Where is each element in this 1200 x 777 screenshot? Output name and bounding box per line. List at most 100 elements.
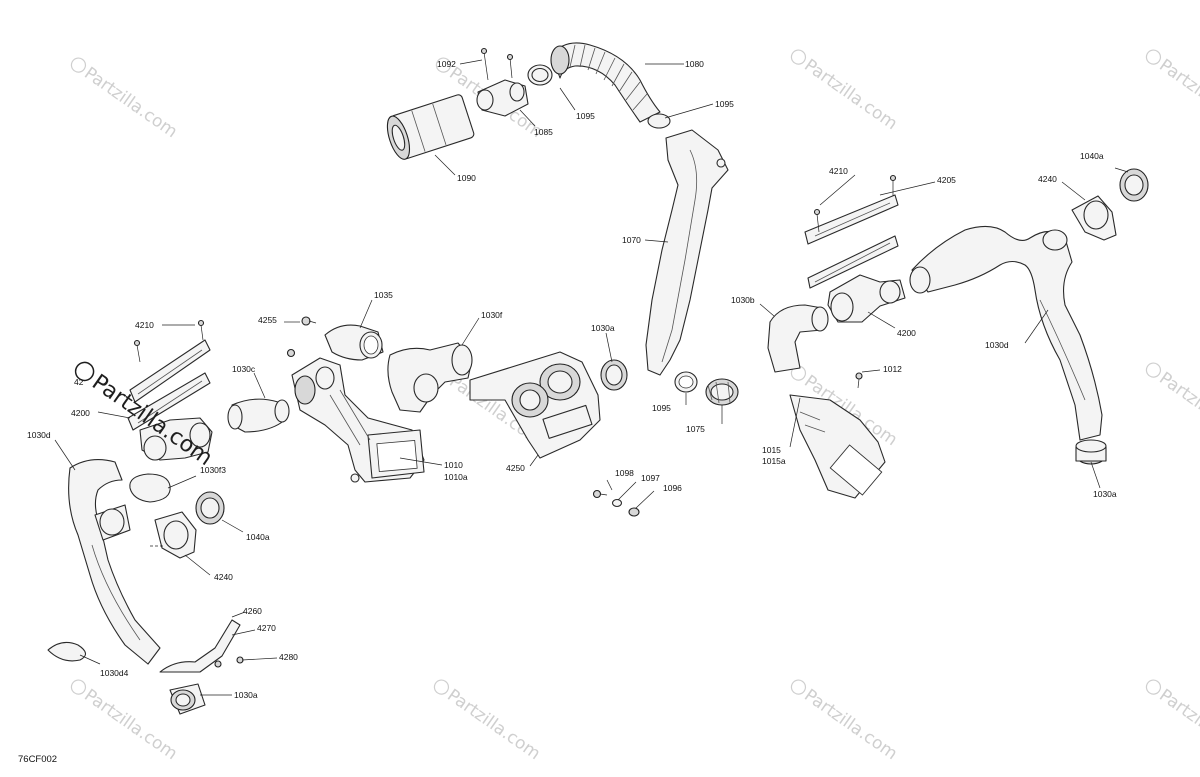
callout-4200-left[interactable]: 4200 [71,408,90,418]
part-4260-bracket[interactable] [159,619,241,673]
watermark-bottom-far-right: Partzilla.com [1145,679,1200,764]
part-1070-snorkel-tube[interactable] [645,129,729,376]
part-4270-screw[interactable] [214,660,222,668]
callout-1080[interactable]: 1080 [685,59,704,69]
callout-1030f[interactable]: 1030f [481,310,503,320]
watermark-bottom-center: Partzilla.com [433,679,544,764]
callout-1030a-right[interactable]: 1030a [1093,489,1117,499]
callout-1096[interactable]: 1096 [663,483,682,493]
callout-labels: 1092 1080 1095 1085 1090 1095 1070 4210 … [27,59,1117,700]
part-1030d4-strap[interactable] [47,641,101,665]
callout-4210-right[interactable]: 4210 [829,166,848,176]
watermark-top-far-right: Partzilla.com [1145,49,1200,134]
callout-1030d-left[interactable]: 1030d [27,430,51,440]
callout-1095-upper[interactable]: 1095 [576,111,595,121]
part-1092-screws[interactable] [480,47,514,81]
part-4240-screen-left[interactable] [150,511,197,559]
callout-4240-right[interactable]: 4240 [1038,174,1057,184]
part-4255-screws[interactable] [286,316,317,358]
part-1095-clamp-mid[interactable] [647,113,671,129]
callout-1040a-left[interactable]: 1040a [246,532,270,542]
callout-4210-left[interactable]: 4210 [135,320,154,330]
svg-text:Partzilla.com: Partzilla.com [1155,55,1200,134]
part-1030a-ring-left[interactable] [169,683,206,715]
part-4240-screen-right[interactable] [1071,195,1117,241]
watermark-bottom-left: Partzilla.com [70,679,181,764]
part-4205-rail[interactable] [804,194,899,289]
left-intake-assembly [47,319,290,715]
callout-1070[interactable]: 1070 [622,235,641,245]
part-1030a-ring-right[interactable] [1075,439,1107,465]
callout-1030d-right[interactable]: 1030d [985,340,1009,350]
watermark-bottom-right: Partzilla.com [790,679,901,764]
svg-text:Partzilla.com: Partzilla.com [80,685,181,764]
callout-1030a-center[interactable]: 1030a [591,323,615,333]
callout-1010[interactable]: 1010 [444,460,463,470]
callout-1012[interactable]: 1012 [883,364,902,374]
part-4200-bracket-right[interactable] [827,274,906,323]
callout-1040a-right[interactable]: 1040a [1080,151,1104,161]
callout-4240-left[interactable]: 4240 [214,572,233,582]
svg-text:Partzilla.com: Partzilla.com [443,685,544,764]
leader-lines [54,59,1129,696]
callout-4260[interactable]: 4260 [243,606,262,616]
part-1098-bolt[interactable] [592,489,608,499]
callout-1030d4[interactable]: 1030d4 [100,668,129,678]
part-1030d-tube-right[interactable] [909,225,1103,441]
callout-1030a-left[interactable]: 1030a [234,690,258,700]
part-1097-washer[interactable] [611,498,623,508]
part-1015-duct[interactable] [789,394,886,499]
part-4210-rail-left[interactable] [127,319,211,431]
callout-1030f3[interactable]: 1030f3 [200,465,226,475]
part-1075-coupler[interactable] [705,378,739,406]
callout-1098[interactable]: 1098 [615,468,634,478]
part-1090-filter[interactable] [383,94,475,162]
part-4250-cover[interactable] [469,351,601,459]
watermark-top-left: Partzilla.com [70,57,181,142]
part-1012-screw[interactable] [855,372,863,389]
part-1030f-elbow[interactable] [387,342,473,413]
svg-text:Partzilla.com: Partzilla.com [1155,685,1200,764]
part-1095-clamp-lower[interactable] [674,371,698,393]
part-1035-elbow[interactable] [324,324,384,361]
callout-1010a[interactable]: 1010a [444,472,468,482]
callout-1015a[interactable]: 1015a [762,456,786,466]
part-4210-screws-right[interactable] [813,174,897,233]
callout-4205[interactable]: 4205 [937,175,956,185]
part-1030d-tube-left[interactable] [68,459,161,665]
callout-1030b[interactable]: 1030b [731,295,755,305]
callout-1015[interactable]: 1015 [762,445,781,455]
part-1040a-cap-left[interactable] [195,491,225,525]
part-1096-nut[interactable] [628,507,640,517]
callout-1095-lower[interactable]: 1095 [652,403,671,413]
callout-1097[interactable]: 1097 [641,473,660,483]
callout-4250[interactable]: 4250 [506,463,525,473]
part-1030b-elbow[interactable] [767,304,829,373]
callout-1095-mid[interactable]: 1095 [715,99,734,109]
watermark-mid-far-right: Partzilla.com [1145,362,1200,447]
part-1080-corrugated-hose[interactable] [550,42,661,123]
part-1030c-coupler[interactable] [227,398,290,433]
callout-1090[interactable]: 1090 [457,173,476,183]
part-4200-bracket-left[interactable] [139,417,213,461]
callout-1030c[interactable]: 1030c [232,364,256,374]
callout-1035[interactable]: 1035 [374,290,393,300]
callout-1075[interactable]: 1075 [686,424,705,434]
diagram-code: 76CF002 [18,754,57,765]
callout-1085[interactable]: 1085 [534,127,553,137]
part-1040a-cap-right[interactable] [1119,168,1149,202]
svg-text:Partzilla.com: Partzilla.com [80,63,181,142]
callout-1092[interactable]: 1092 [437,59,456,69]
callout-4255[interactable]: 4255 [258,315,277,325]
center-intake-assembly [286,316,640,517]
part-1085-elbow[interactable] [476,79,529,117]
part-1030a-ring-center[interactable] [600,359,628,391]
callout-42-partial[interactable]: 42 [74,377,84,387]
part-1010-housing[interactable] [291,357,425,483]
callout-4280[interactable]: 4280 [279,652,298,662]
callout-4270[interactable]: 4270 [257,623,276,633]
callout-4200-right[interactable]: 4200 [897,328,916,338]
part-1095-clamp-upper[interactable] [527,64,553,86]
part-1030f3-strap[interactable] [129,473,197,503]
